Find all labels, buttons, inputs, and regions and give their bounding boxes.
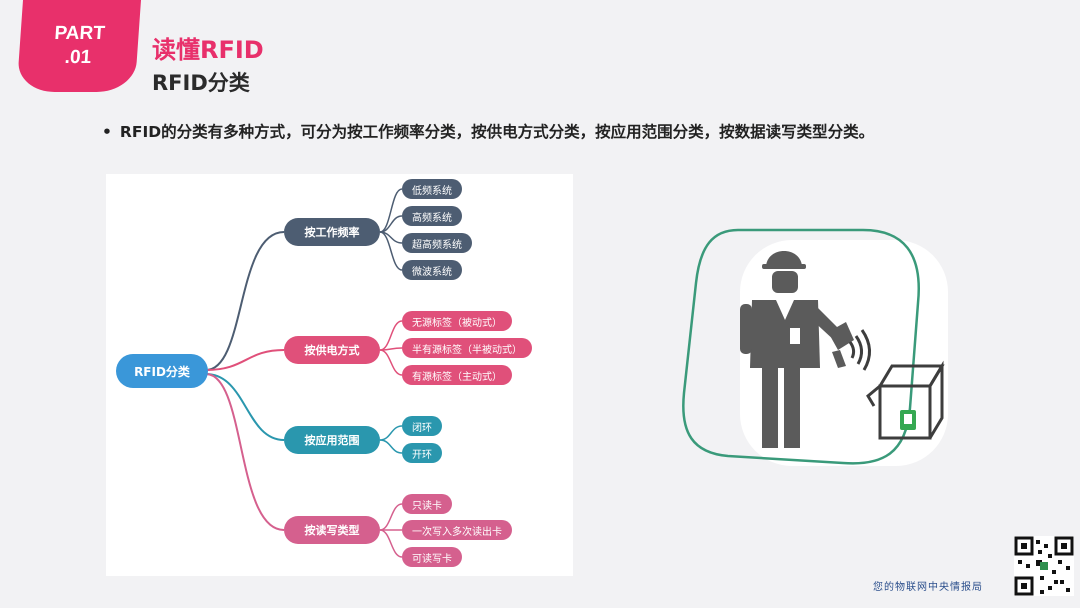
leaf-node: 一次写入多次读出卡	[402, 520, 512, 540]
leaf-node: 超高频系统	[402, 233, 472, 253]
category-node-frequency: 按工作频率	[284, 218, 380, 246]
connector-cat1-leaf4	[379, 231, 403, 271]
connector-cat1-leaf1	[379, 188, 403, 233]
connector-cat2-leaf3	[379, 349, 403, 376]
category-node-application: 按应用范围	[284, 426, 380, 454]
rfid-scanner	[828, 322, 854, 350]
leaf-node: 无源标签（被动式）	[402, 311, 512, 331]
connector-root-cat2	[205, 349, 285, 371]
illustration-frame	[682, 228, 920, 465]
leaf-node: 只读卡	[402, 494, 452, 514]
footer-tagline: 您的物联网中央情报局	[873, 582, 983, 593]
connector-cat4-leaf3	[379, 529, 403, 558]
connector-cat3-leaf2	[379, 439, 403, 454]
page-subtitle: RFID分类	[152, 71, 250, 95]
category-node-power: 按供电方式	[284, 336, 380, 364]
leaf-node: 微波系统	[402, 260, 462, 280]
connector-root-cat4	[205, 373, 285, 531]
page-title: 读懂RFID	[152, 36, 264, 64]
bullet-paragraph: • RFID的分类有多种方式，可分为按工作频率分类，按供电方式分类，按应用范围分类…	[102, 120, 874, 142]
bullet-dot: •	[102, 123, 112, 141]
connector-cat4-leaf1	[379, 503, 403, 531]
part-badge: PART .01	[16, 0, 142, 92]
qr-code-icon	[1014, 536, 1074, 596]
signal-wave-icon	[848, 341, 856, 359]
connector-root-cat1	[205, 231, 285, 371]
connector-cat2-leaf1	[379, 320, 403, 351]
part-label: PART	[53, 23, 106, 44]
worker-rfid-scanner-icon	[678, 228, 958, 468]
connector-root-cat3	[205, 373, 285, 441]
category-node-readwrite: 按读写类型	[284, 516, 380, 544]
leaf-node: 闭环	[402, 416, 442, 436]
bullet-text: RFID的分类有多种方式，可分为按工作频率分类，按供电方式分类，按应用范围分类，…	[119, 123, 875, 141]
mindmap-connectors	[205, 188, 403, 558]
leaf-node: 可读写卡	[402, 547, 462, 567]
mindmap-diagram: RFID分类 按工作频率 按供电方式 按应用范围 按读写类型 低频系统 高频系统…	[106, 174, 573, 576]
leaf-node: 高频系统	[402, 206, 462, 226]
worker-head	[772, 271, 798, 293]
connector-cat3-leaf1	[379, 425, 403, 441]
worker-body	[750, 300, 820, 368]
part-number: .01	[64, 47, 92, 68]
leaf-node: 开环	[402, 443, 442, 463]
leaf-node: 有源标签（主动式）	[402, 365, 512, 385]
helmet-icon	[766, 251, 802, 266]
leaf-node: 低频系统	[402, 179, 462, 199]
leaf-node: 半有源标签（半被动式）	[402, 338, 532, 358]
mindmap-root-node: RFID分类	[116, 354, 208, 388]
